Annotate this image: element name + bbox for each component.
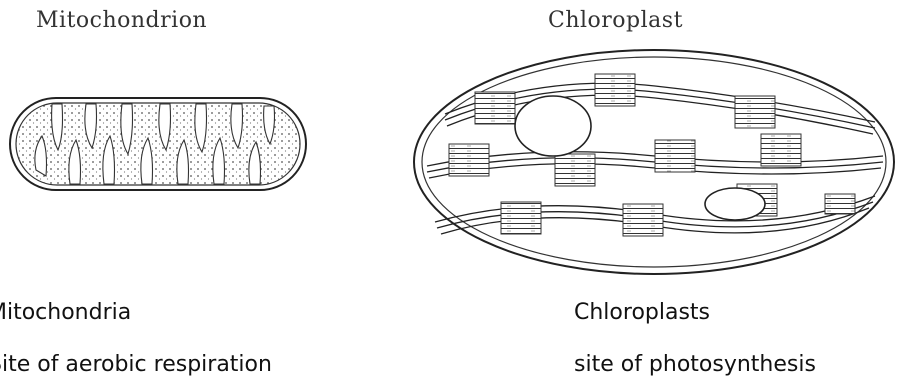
starch-grain xyxy=(515,96,591,156)
chloroplasts-label: Chloroplasts xyxy=(574,300,710,325)
mitochondrion-title: Mitochondrion xyxy=(36,8,207,33)
chloroplast-diagram xyxy=(405,44,903,284)
chloroplasts-function: site of photosynthesis xyxy=(574,352,816,377)
mitochondria-label: Mitochondria xyxy=(0,300,131,325)
mitochondria-function: Site of aerobic respiration xyxy=(0,352,272,377)
chloroplast-title: Chloroplast xyxy=(548,8,683,33)
mitochondrion-diagram xyxy=(0,90,320,200)
starch-grain xyxy=(705,188,765,220)
